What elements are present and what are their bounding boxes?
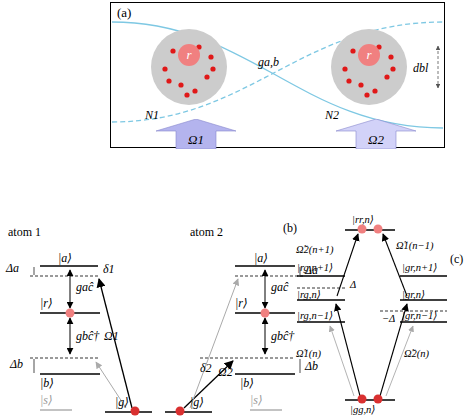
text-label: Ω1: [104, 330, 119, 343]
laser-label: Ω1: [188, 133, 204, 147]
text-label: δ1: [103, 263, 115, 276]
text-label: (c): [450, 253, 463, 266]
text-label: |rr,n⟩: [352, 214, 374, 226]
atom-number: N2: [325, 109, 339, 122]
atom-dot: [388, 54, 393, 59]
text-label: gbĉ†: [271, 330, 294, 343]
atom-dot: [192, 88, 197, 93]
text-label: |rg,n⟩: [297, 289, 321, 301]
text-label: δ2: [200, 362, 212, 375]
text-label: gaĉ: [271, 281, 288, 294]
text-label: |b⟩: [240, 377, 254, 390]
text-label: Δa: [6, 262, 19, 275]
rydberg-atom: [178, 44, 200, 66]
atom-dot: [178, 82, 183, 87]
text-label: Ω2: [218, 366, 233, 379]
text-label: |s⟩: [250, 394, 263, 407]
atom-dot: [358, 395, 383, 404]
virtual-level: [297, 288, 447, 311]
text-label: gaĉ: [76, 281, 93, 294]
text-label: |gr,n⟩: [402, 289, 425, 301]
text-label: |gg,n⟩: [350, 404, 375, 416]
blockade-distance: [438, 46, 439, 88]
text-label: |rg,n+1⟩: [297, 262, 333, 274]
text-label: Δb: [305, 360, 318, 373]
text-label: Δ: [350, 279, 356, 291]
text-label: |b⟩: [40, 377, 54, 390]
atom-dot: [170, 48, 175, 53]
text-label: atom 1: [8, 226, 41, 239]
text-label: gbĉ†: [76, 330, 99, 343]
atom-dot: [384, 74, 389, 79]
faint-transition: [96, 279, 238, 408]
text-label: |g⟩: [115, 396, 129, 409]
atom-dots: [331, 29, 407, 105]
rydberg-label: r: [366, 48, 371, 62]
laser-arrow: Ω2: [336, 119, 416, 149]
atom-number: N1: [145, 109, 159, 122]
atom-dot: [358, 225, 383, 234]
cavity-mode: [112, 22, 443, 128]
atom-dot: [390, 66, 395, 71]
atom-dot: [204, 74, 209, 79]
atom-ensemble: rN1: [151, 29, 227, 105]
pair-levels: [297, 230, 447, 400]
rydberg-atom: [358, 44, 380, 66]
pair-transition: [336, 234, 407, 396]
coupling-arrow: [34, 267, 300, 408]
atom-dot: [346, 78, 351, 83]
faint-transition: [330, 326, 413, 396]
atom-dot: [350, 48, 355, 53]
atom-ensemble: rN2: [331, 29, 407, 105]
text-label: |g⟩: [190, 396, 204, 409]
text-label: (b): [283, 222, 297, 235]
text-label: Ω̃2(n): [404, 348, 429, 360]
text-label: |gr,n+1⟩: [402, 262, 437, 274]
panel-label: (a): [117, 6, 131, 20]
text-label: |r⟩: [40, 297, 53, 310]
text-label: Ω̃1(n−1): [396, 240, 433, 252]
laser-arrow: Ω1: [156, 119, 236, 149]
text-label: |a⟩: [58, 252, 72, 265]
atom-dot: [364, 92, 369, 97]
text-label: Δb: [10, 358, 23, 371]
detuned-level: [30, 276, 305, 358]
energy-levels: [40, 266, 295, 412]
atom-dots: [151, 29, 227, 105]
atom-dot: [131, 407, 185, 416]
text-label: Ω̃2(n+1): [296, 244, 333, 256]
laser-label: Ω2: [368, 133, 384, 147]
panel-frame: (a)rN1rN2Ω1Ω2: [110, 2, 445, 148]
atom-dot: [166, 78, 171, 83]
text-label: Ω̃1(n): [296, 348, 321, 360]
atom-dot: [342, 66, 347, 71]
text-label: |s⟩: [40, 394, 53, 407]
arrow-shape: [336, 119, 416, 149]
atom-dot: [358, 82, 363, 87]
text-label: |a⟩: [254, 252, 268, 265]
text-label: atom 2: [190, 226, 223, 239]
atom-dot: [184, 92, 189, 97]
rydberg-label: r: [186, 48, 191, 62]
atom-dot: [210, 66, 215, 71]
spectator-level: [40, 409, 282, 410]
text-label: |rg,n−1⟩: [297, 310, 333, 322]
arrow-shape: [156, 119, 236, 149]
text-label: |r⟩: [235, 297, 248, 310]
atom-dot: [208, 54, 213, 59]
text-label: ga,b: [258, 56, 279, 69]
atom-dot: [162, 66, 167, 71]
text-label: |gr,n−1⟩: [402, 310, 437, 322]
cavity-mode: [112, 22, 443, 122]
atom-dot: [372, 88, 377, 93]
text-label: dbl: [413, 62, 428, 75]
text-label: −Δ: [382, 313, 395, 325]
